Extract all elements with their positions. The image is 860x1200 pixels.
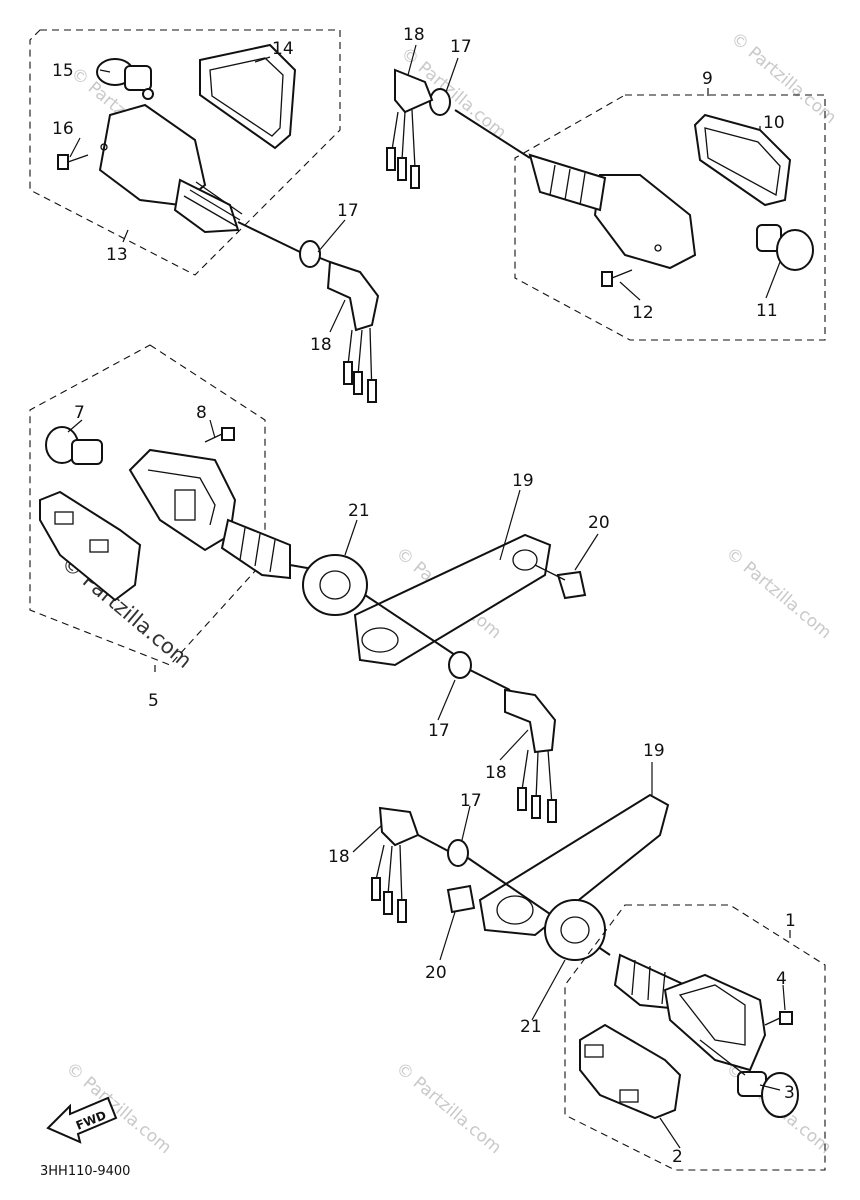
callout-7: 7 bbox=[74, 403, 85, 423]
bulb-7 bbox=[45, 426, 103, 465]
callout-20: 20 bbox=[425, 963, 447, 983]
fwd-arrow-icon: FWD bbox=[46, 1096, 118, 1144]
lens-5 bbox=[39, 490, 142, 602]
bracket-cluster-middle bbox=[302, 533, 587, 823]
callout-14: 14 bbox=[272, 39, 294, 59]
callout-18: 18 bbox=[310, 335, 332, 355]
assembly-9-outline bbox=[514, 94, 826, 341]
connector-18 bbox=[504, 688, 557, 823]
bulb-15 bbox=[96, 58, 154, 100]
grommet-17 bbox=[429, 88, 451, 116]
callout-20: 20 bbox=[588, 513, 610, 533]
callout-21: 21 bbox=[348, 501, 370, 521]
callout-19: 19 bbox=[512, 471, 534, 491]
callout-11: 11 bbox=[756, 301, 778, 321]
assembly-5-outline bbox=[29, 344, 266, 666]
callout-17: 17 bbox=[450, 37, 472, 57]
lens-2 bbox=[579, 1023, 682, 1120]
lens-14 bbox=[199, 43, 297, 150]
callout-2: 2 bbox=[672, 1147, 683, 1167]
bracket-cluster-bottom bbox=[371, 793, 670, 961]
callout-16: 16 bbox=[52, 119, 74, 139]
connector-18 bbox=[386, 68, 434, 189]
assembly-13-group bbox=[29, 29, 380, 403]
bulb-11 bbox=[756, 224, 814, 271]
assembly-1-outline bbox=[564, 904, 826, 1171]
assembly-9-group bbox=[386, 68, 826, 341]
grommet-17 bbox=[299, 240, 321, 268]
callout-18: 18 bbox=[403, 25, 425, 45]
callouts: 15 14 16 13 17 18 18 17 9 10 11 12 7 8 2… bbox=[52, 25, 796, 1167]
screw-4 bbox=[764, 1011, 793, 1026]
callout-13: 13 bbox=[106, 245, 128, 265]
callout-17: 17 bbox=[428, 721, 450, 741]
callout-18: 18 bbox=[485, 763, 507, 783]
bulb-3 bbox=[737, 1071, 799, 1118]
callout-12: 12 bbox=[632, 303, 654, 323]
housing-13 bbox=[98, 103, 243, 234]
lens-10 bbox=[693, 113, 792, 207]
bracket-19 bbox=[478, 793, 670, 937]
callout-17: 17 bbox=[337, 201, 359, 221]
screw-16 bbox=[57, 154, 89, 170]
housing-5 bbox=[128, 448, 291, 580]
callout-17: 17 bbox=[460, 791, 482, 811]
callout-4: 4 bbox=[776, 969, 787, 989]
grommet-17 bbox=[448, 651, 472, 679]
callout-19: 19 bbox=[643, 741, 665, 761]
assembly-1-group bbox=[564, 904, 826, 1171]
callout-15: 15 bbox=[52, 61, 74, 81]
grommet-21 bbox=[302, 554, 368, 616]
callout-21: 21 bbox=[520, 1017, 542, 1037]
diagram-code: 3HH110-9400 bbox=[40, 1164, 130, 1179]
callout-1: 1 bbox=[785, 911, 796, 931]
connector-18 bbox=[326, 260, 380, 403]
callout-10: 10 bbox=[763, 113, 785, 133]
nut-20 bbox=[446, 884, 476, 914]
grommet-21 bbox=[544, 899, 606, 961]
screw-12 bbox=[601, 269, 633, 287]
watermark: © Partzilla.com bbox=[392, 1059, 505, 1159]
grommet-17 bbox=[447, 839, 469, 867]
housing-9 bbox=[528, 153, 697, 270]
watermark: © Partzilla.com bbox=[722, 544, 835, 644]
assembly-13-outline bbox=[29, 29, 341, 276]
callout-9: 9 bbox=[702, 69, 713, 89]
watermark: © Partzilla.com bbox=[62, 1059, 175, 1159]
leader-lines bbox=[67, 44, 791, 1149]
callout-5: 5 bbox=[148, 691, 159, 711]
bracket-19 bbox=[353, 533, 552, 667]
callout-8: 8 bbox=[196, 403, 207, 423]
nut-20 bbox=[556, 570, 587, 600]
screw-8 bbox=[204, 427, 235, 443]
callout-3: 3 bbox=[784, 1083, 795, 1103]
callout-18: 18 bbox=[328, 847, 350, 867]
housing-1 bbox=[613, 953, 767, 1072]
assembly-5-group bbox=[29, 344, 331, 666]
connector-18 bbox=[371, 806, 420, 923]
